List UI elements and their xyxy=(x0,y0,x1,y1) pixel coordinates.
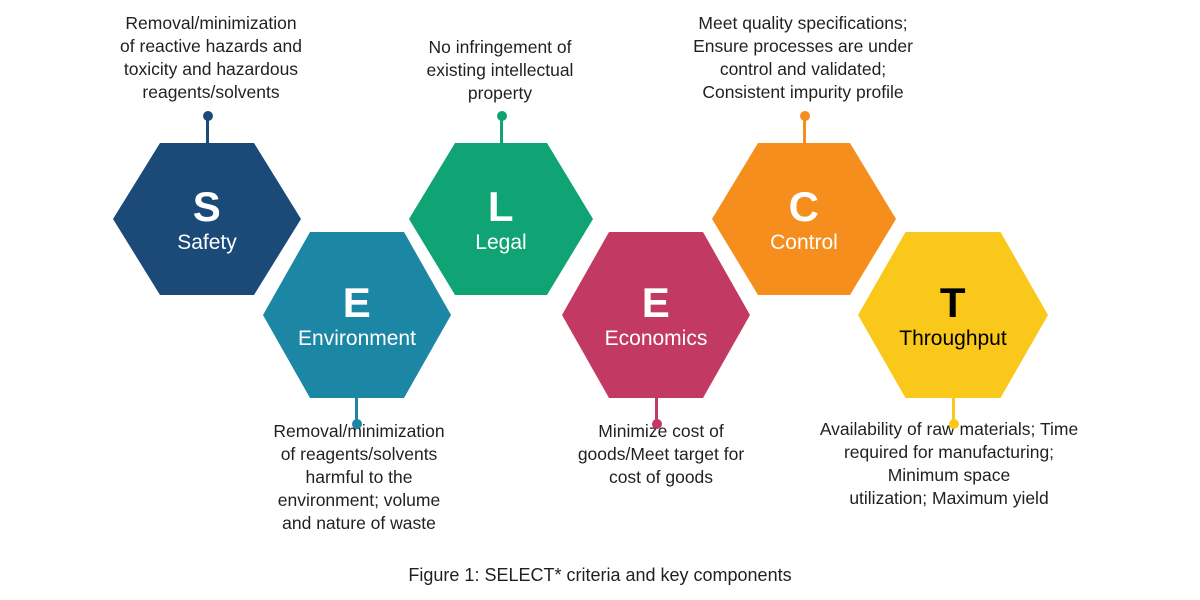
hexagon-letter: E xyxy=(641,278,671,326)
note-legal: No infringement of existing intellectual… xyxy=(426,37,574,104)
connector-dot xyxy=(496,111,507,121)
hexagon-letter: S xyxy=(192,182,222,230)
figure-caption: Figure 1: SELECT* criteria and key compo… xyxy=(408,565,792,585)
hexagon-letter: E xyxy=(342,278,372,326)
note-control: Meet quality specifications; Ensure proc… xyxy=(693,13,913,103)
connector-dot xyxy=(351,419,362,429)
hexagon-legal[interactable]: L Legal xyxy=(409,143,593,295)
hexagon-letter: C xyxy=(788,182,820,230)
note-safety: Removal/minimization of reactive hazards… xyxy=(120,13,302,103)
hexagon-economics[interactable]: E Economics xyxy=(562,232,750,398)
hexagon-letter: L xyxy=(487,182,515,230)
connector-throughput xyxy=(948,396,959,429)
connector-stem xyxy=(206,116,209,146)
hexagon-word: Throughput xyxy=(899,326,1007,350)
note-economics: Minimize cost of goods/Meet target for c… xyxy=(577,421,745,488)
hexagon-throughput[interactable]: T Throughput xyxy=(858,232,1048,398)
hexagon-safety[interactable]: S Safety xyxy=(113,143,301,295)
connector-legal xyxy=(496,111,507,146)
hexagon-word: Environment xyxy=(298,326,416,350)
connector-stem xyxy=(500,116,503,146)
connector-safety xyxy=(202,111,213,146)
connector-dot xyxy=(948,419,959,429)
hexagon-word: Economics xyxy=(604,326,708,350)
hexagon-word: Safety xyxy=(177,230,237,254)
hexagon-letter: T xyxy=(939,278,967,326)
connector-stem xyxy=(355,396,358,424)
connector-dot xyxy=(799,111,810,121)
connector-control xyxy=(799,111,810,146)
note-environment: Removal/minimization of reagents/solvent… xyxy=(273,421,445,534)
hexagon-word: Legal xyxy=(475,230,527,254)
connector-stem xyxy=(655,396,658,424)
hexagon-control[interactable]: C Control xyxy=(712,143,896,295)
connector-environment xyxy=(351,396,362,429)
connector-dot xyxy=(651,419,662,429)
connector-stem xyxy=(952,396,955,424)
connector-economics xyxy=(651,396,662,429)
hexagon-word: Control xyxy=(770,230,838,254)
hexagon-environment[interactable]: E Environment xyxy=(263,232,451,398)
connector-dot xyxy=(202,111,213,121)
connector-stem xyxy=(803,116,806,146)
note-throughput: Availability of raw materials; Time requ… xyxy=(819,419,1079,509)
